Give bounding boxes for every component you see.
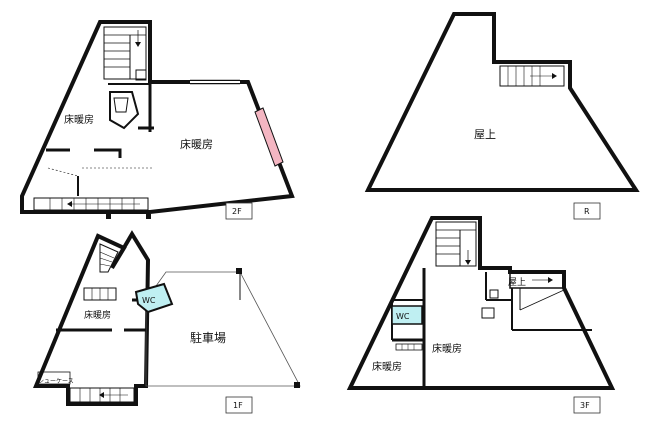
- floor-1f-plan: WC 床暖房 駐車場 シューケース 1F: [33, 230, 301, 414]
- floor-3f-room-left: 床暖房: [372, 360, 402, 373]
- floor-2f-outline: [20, 20, 295, 214]
- floor-3f-wc: [391, 305, 423, 325]
- floor-3f-room-wc: WC: [396, 312, 410, 321]
- floor-2f-stairs: [103, 26, 147, 80]
- floor-1f-parking-outline: [145, 271, 301, 387]
- floor-1f-entry-stairs: [69, 387, 135, 403]
- floor-2f-accent-window: [254, 107, 284, 167]
- floor-1f-shoe-case: シューケース: [38, 378, 74, 385]
- floor-3f-room-roof: 屋上: [508, 277, 526, 288]
- floor-3f-room-center: 床暖房: [432, 342, 462, 355]
- floor-r-label: R: [584, 207, 590, 216]
- floor-2f-entry-stairs: [33, 197, 149, 211]
- floor-3f-roof-box: [509, 271, 565, 289]
- floor-2f-bath: [109, 91, 140, 130]
- floor-1f-outline: [33, 230, 151, 406]
- floor-1f-room-parking: 駐車場: [190, 330, 226, 345]
- floor-2f-room-main: 床暖房: [180, 137, 213, 151]
- floor-2f-label-box: [225, 202, 253, 220]
- floor-1f-label: 1F: [233, 401, 243, 410]
- floor-r-plan: 屋上 R: [364, 12, 640, 220]
- floor-1f-label-box: [225, 396, 253, 414]
- floor-2f-room-left: 床暖房: [64, 113, 94, 126]
- floor-r-label-box: [573, 202, 601, 220]
- floor-3f-plan: WC 屋上 床暖房 床暖房 3F: [346, 216, 616, 414]
- floor-2f-sink: [135, 69, 147, 81]
- floor-r-outline: [364, 12, 640, 192]
- floor-3f-label-box: [573, 396, 601, 414]
- floor-1f-room-bed: 床暖房: [84, 309, 111, 321]
- floor-r-room-roof: 屋上: [474, 128, 496, 141]
- floor-2f-label: 2F: [232, 207, 242, 216]
- floor-3f-stairs: [435, 221, 477, 267]
- floor-1f-wc: [134, 282, 174, 314]
- floor-r-stair-hatch: [499, 65, 565, 87]
- floor-1f-stairs: [99, 243, 119, 273]
- floor-1f-room-wc: WC: [142, 296, 156, 305]
- floor-2f-plan: 床暖房 床暖房 2F: [20, 20, 295, 220]
- floor-3f-label: 3F: [580, 401, 590, 410]
